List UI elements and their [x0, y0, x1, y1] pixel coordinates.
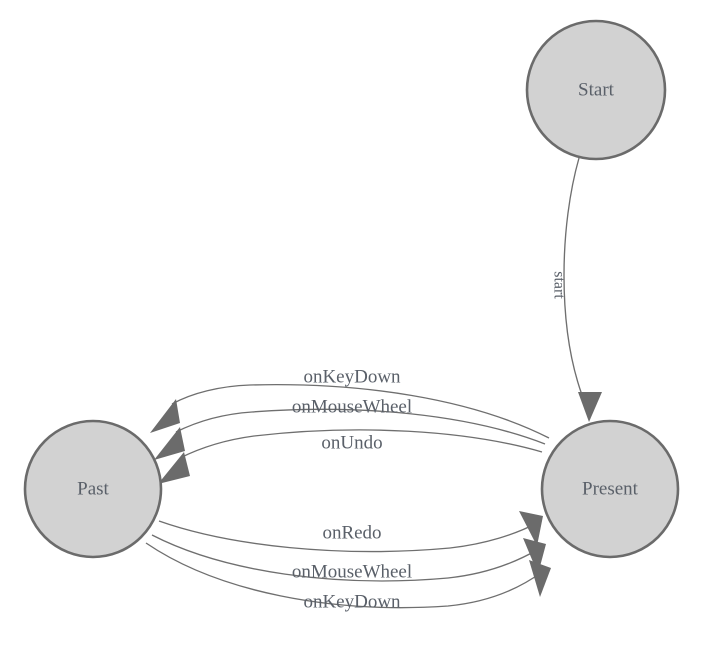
edge-present-to-past-onmousewheel-arrowhead: [154, 427, 185, 460]
edge-present-to-past-onundo-path: [179, 429, 543, 459]
edge-label-present-past-onundo: onUndo: [321, 432, 382, 453]
edge-present-to-past-onmousewheel[interactable]: onMouseWheel: [154, 396, 546, 460]
edge-present-to-past-onundo-arrowhead: [158, 452, 190, 484]
node-present-circle: [540, 419, 680, 559]
node-present-label: Present: [582, 478, 639, 499]
edge-present-to-past-onkeydown[interactable]: onKeyDown: [150, 366, 550, 439]
edge-start-to-present-path: [563, 157, 583, 396]
edge-present-to-past-onundo[interactable]: onUndo: [158, 429, 543, 484]
edge-label-present-past-onmousewheel: onMouseWheel: [292, 396, 412, 417]
edge-past-to-present-onkeydown-arrowhead: [529, 560, 551, 597]
edge-label-past-present-onmousewheel: onMouseWheel: [292, 561, 412, 582]
node-start-label: Start: [578, 79, 615, 100]
edge-label-past-present-onredo: onRedo: [322, 522, 381, 543]
node-past[interactable]: Past: [23, 419, 163, 559]
node-past-circle: [23, 419, 163, 559]
node-present[interactable]: Present: [540, 419, 680, 559]
edge-past-to-present-onmousewheel-path: [151, 534, 538, 582]
edge-present-to-past-onkeydown-arrowhead: [150, 399, 180, 433]
edge-past-to-present-onredo-path: [158, 520, 538, 553]
edge-label-start: start: [550, 271, 567, 299]
edge-start-to-present[interactable]: start: [550, 157, 602, 422]
edge-label-present-past-onkeydown: onKeyDown: [303, 366, 401, 387]
edge-present-to-past-onmousewheel-path: [175, 408, 546, 445]
edge-past-to-present-onredo[interactable]: onRedo: [158, 511, 543, 553]
edge-present-to-past-onkeydown-path: [171, 384, 550, 439]
node-start-circle: [525, 19, 667, 161]
edge-past-to-present-onredo-arrowhead: [519, 511, 543, 546]
node-start[interactable]: Start: [525, 19, 667, 161]
edge-past-to-present-onkeydown-path: [145, 542, 543, 609]
edge-label-past-present-onkeydown: onKeyDown: [303, 591, 401, 612]
edge-past-to-present-onmousewheel[interactable]: onMouseWheel: [151, 534, 546, 582]
edge-start-to-present-arrowhead: [578, 392, 602, 422]
node-past-label: Past: [77, 478, 109, 499]
edge-past-to-present-onkeydown[interactable]: onKeyDown: [145, 542, 551, 612]
